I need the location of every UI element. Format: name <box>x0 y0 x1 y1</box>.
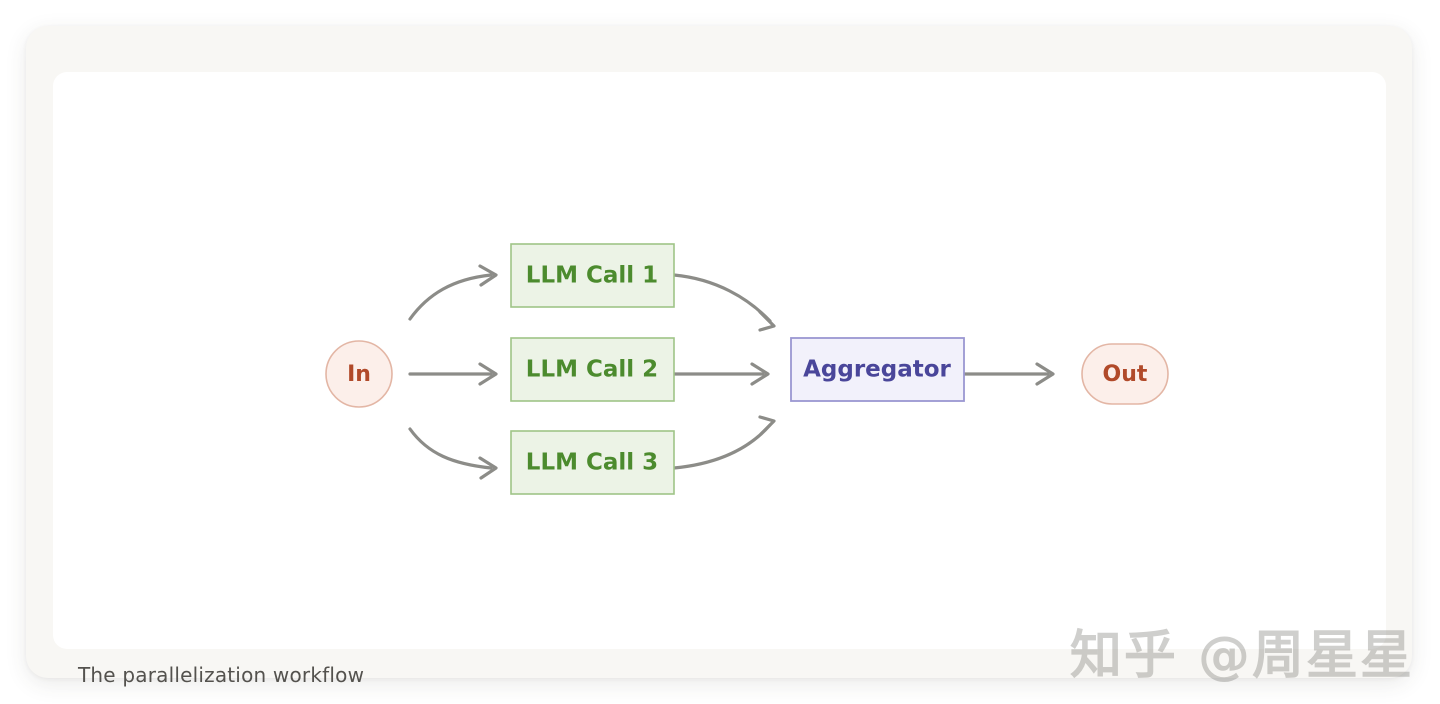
figure-caption: The parallelization workflow <box>78 663 365 687</box>
node-out-label: Out <box>1103 362 1148 387</box>
node-aggregator[interactable]: Aggregator <box>790 337 965 402</box>
edge-aggregator-to-out <box>959 362 1055 386</box>
node-llm-call-2-shape[interactable] <box>510 337 675 402</box>
node-in-shape[interactable] <box>325 340 393 408</box>
edge-in-to-llm-call-1 <box>408 264 498 321</box>
node-llm-call-2[interactable]: LLM Call 2 <box>510 337 675 402</box>
edge-llm-call-1-to-aggregator <box>672 273 776 332</box>
node-aggregator-label: Aggregator <box>803 357 951 383</box>
node-llm-call-2-label: LLM Call 2 <box>526 357 658 383</box>
figure-card: In LLM Call 1 LLM Call 2 LLM Call 3 Aggr… <box>26 26 1412 687</box>
node-in[interactable]: In <box>325 340 393 408</box>
node-llm-call-3-label: LLM Call 3 <box>526 450 658 476</box>
parallelization-workflow-diagram: In LLM Call 1 LLM Call 2 LLM Call 3 Aggr… <box>325 243 1169 495</box>
edge-in-to-llm-call-3 <box>408 427 498 480</box>
node-aggregator-shape[interactable] <box>790 337 965 402</box>
node-llm-call-3[interactable]: LLM Call 3 <box>510 430 675 495</box>
node-llm-call-1-label: LLM Call 1 <box>526 263 658 289</box>
node-llm-call-3-shape[interactable] <box>510 430 675 495</box>
edge-llm-call-3-to-aggregator <box>672 415 776 470</box>
node-llm-call-1-shape[interactable] <box>510 243 675 308</box>
node-llm-call-1[interactable]: LLM Call 1 <box>510 243 675 308</box>
diagram-canvas: In LLM Call 1 LLM Call 2 LLM Call 3 Aggr… <box>53 72 1386 649</box>
edge-llm-call-2-to-aggregator <box>672 362 770 386</box>
edge-layer <box>408 264 1055 480</box>
edge-in-to-llm-call-2 <box>408 362 498 386</box>
node-out[interactable]: Out <box>1081 343 1169 405</box>
node-out-shape[interactable] <box>1081 343 1169 405</box>
node-in-label: In <box>347 362 371 387</box>
